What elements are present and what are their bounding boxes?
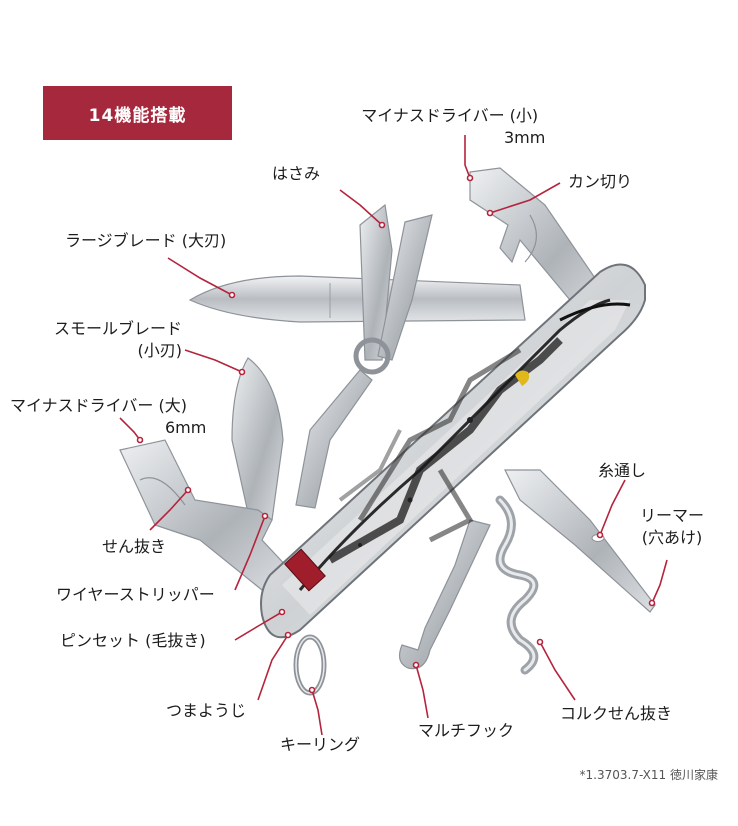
label-sewing-eye: 糸通し — [598, 461, 647, 480]
label-reamer: リーマー (穴あけ) — [640, 506, 705, 547]
label-large-blade: ラージブレード (大刃) — [65, 231, 227, 250]
label-key-ring: キーリング — [280, 735, 361, 754]
knife-handle — [260, 263, 646, 639]
small-blade — [231, 357, 284, 523]
feature-count-badge: 14機能搭載 — [43, 86, 232, 140]
label-multi-hook: マルチフック — [418, 721, 515, 740]
label-toothpick: つまようじ — [166, 701, 247, 720]
corkscrew-tool — [495, 495, 539, 675]
label-bottle-opener: せん抜き — [102, 537, 167, 556]
label-tweezers: ピンセット (毛抜き) — [60, 631, 206, 650]
label-small-blade: スモールブレード (小刃) — [53, 319, 182, 360]
multi-hook-tool — [398, 519, 491, 670]
label-corkscrew: コルクせん抜き — [560, 704, 673, 723]
label-screwdriver-small: マイナスドライバー (小) 3mm — [361, 106, 546, 147]
can-opener-tool — [469, 167, 611, 319]
label-can-opener: カン切り — [568, 172, 633, 191]
label-scissors: はさみ — [272, 164, 321, 183]
key-ring — [293, 634, 327, 696]
label-screwdriver-large: マイナスドライバー (大) 6mm — [10, 396, 207, 437]
model-number: *1.3703.7-X11 徳川家康 — [579, 768, 718, 782]
leader-lines — [119, 135, 668, 736]
label-wire-stripper: ワイヤーストリッパー — [56, 585, 215, 604]
scissors-tool — [295, 203, 433, 509]
large-blade — [188, 275, 526, 323]
